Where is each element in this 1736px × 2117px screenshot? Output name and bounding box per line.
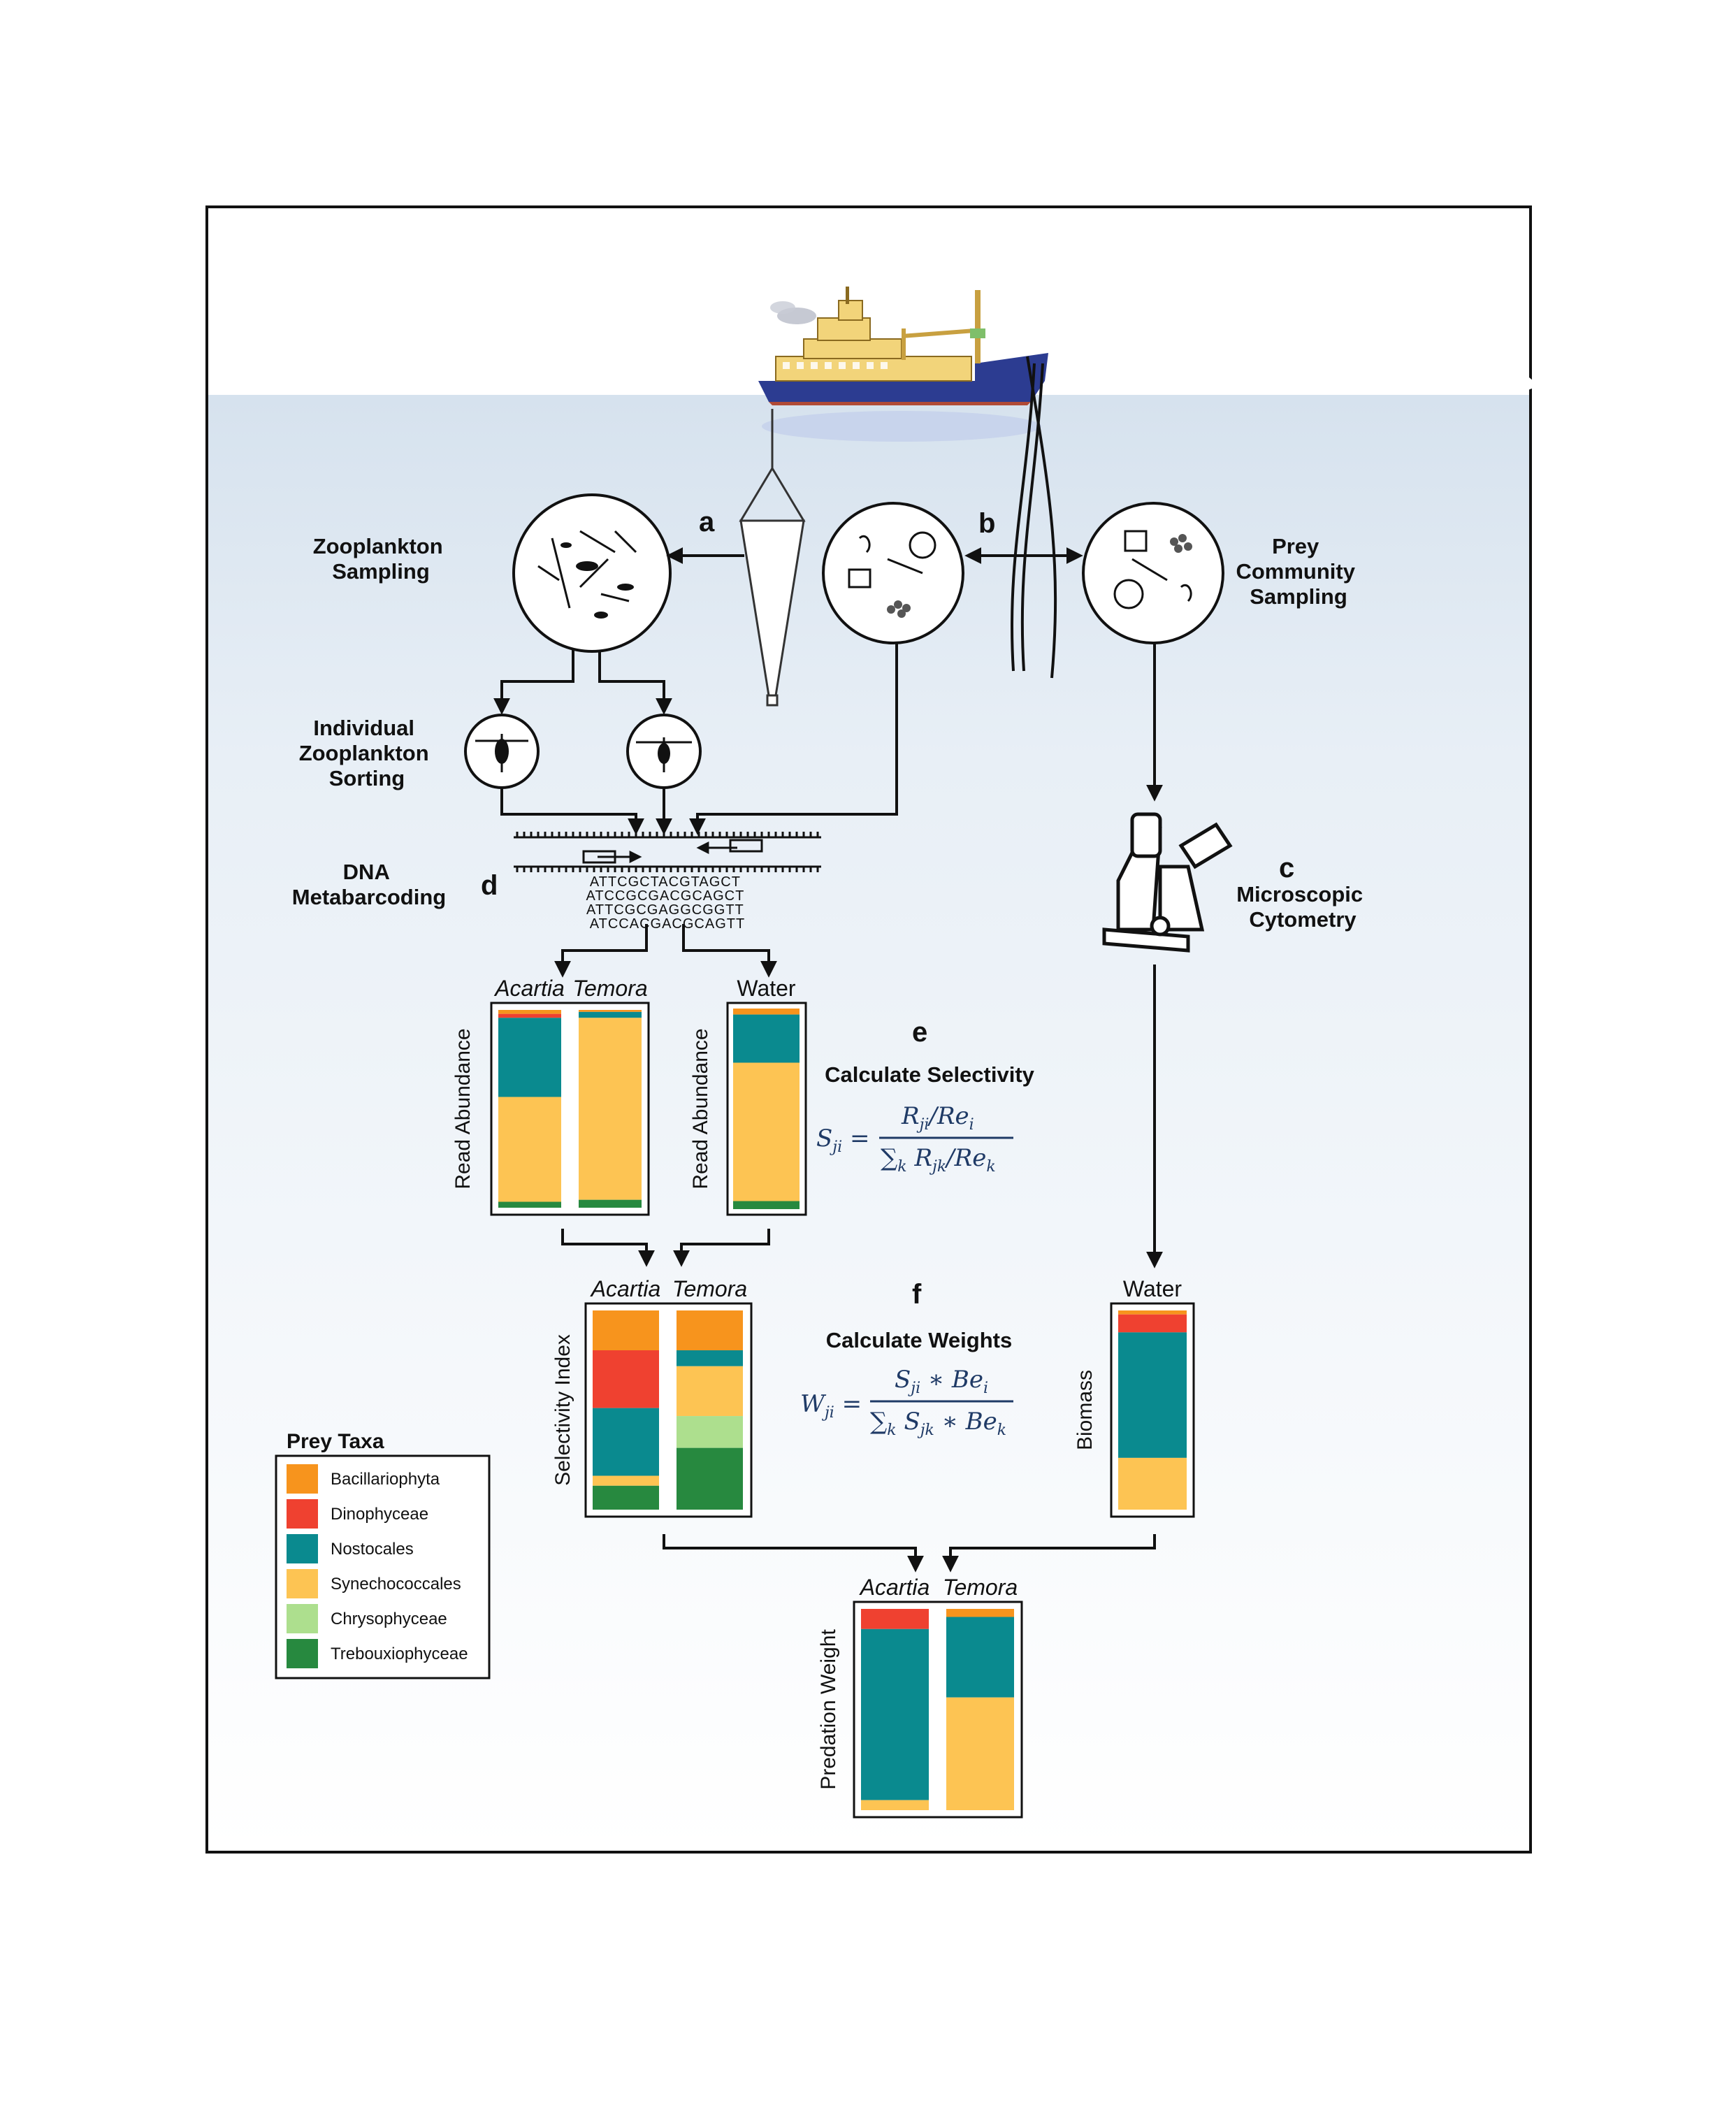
category-label-water: Water [1123, 1276, 1182, 1301]
bar-segment-dinophyceae-acartia [861, 1609, 929, 1629]
y-axis-label: Read Abundance [451, 1028, 475, 1189]
bar-segment-synechococcales-acartia [861, 1800, 929, 1810]
bar-segment-nostocales-acartia [498, 1018, 561, 1097]
panel-letter-c: c [1279, 853, 1294, 883]
sorted-zooplankton-circle-right [626, 714, 702, 789]
bar-segment-nostocales-water [733, 1014, 800, 1063]
bar-segment-chrysophyceae-temora [677, 1416, 743, 1448]
sampling-cable-icon [1010, 356, 1057, 679]
sorted-zooplankton-circle-left [464, 714, 540, 789]
prey-community-sampling-label: Prey Community Sampling [1236, 534, 1361, 609]
panel-letter-a: a [699, 507, 715, 537]
prey-taxa-legend: Prey Taxa BacillariophytaDinophyceaeNost… [275, 1430, 491, 1679]
bar-segment-synechococcales-acartia [498, 1097, 561, 1202]
weights-formula: Wji = Sji ∗ Bei ∑k Sjk ∗ Bek [800, 1366, 1013, 1439]
bar-segment-synechococcales-temora [579, 1018, 642, 1200]
legend-swatch-bacillariophyta [287, 1464, 318, 1494]
category-label-acartia: Acartia [493, 976, 565, 1001]
bar-segment-nostocales-acartia [593, 1408, 659, 1476]
bar-segment-nostocales-temora [579, 1011, 642, 1018]
svg-text:∑k Rjk/Rek: ∑k Rjk/Rek [881, 1144, 996, 1176]
y-axis-label: Read Abundance [689, 1028, 712, 1189]
bar-segment-dinophyceae-acartia [593, 1350, 659, 1408]
bar-segment-trebouxiophyceae-acartia [498, 1201, 561, 1208]
bar-segment-bacillariophyta-water [1118, 1310, 1187, 1315]
dna-metabarcoding-label: DNA Metabarcoding [292, 860, 446, 909]
bar-segment-synechococcales-temora [677, 1366, 743, 1417]
legend-swatch-dinophyceae [287, 1499, 318, 1529]
y-axis-label: Selectivity Index [551, 1334, 574, 1486]
category-label-water: Water [737, 976, 796, 1001]
prey-sample-circle-right [1082, 502, 1224, 644]
y-axis-label: Predation Weight [817, 1629, 840, 1790]
bar-segment-trebouxiophyceae-temora [579, 1199, 642, 1208]
legend-swatch-chrysophyceae [287, 1604, 318, 1633]
calculate-selectivity-label: Calculate Selectivity [825, 1062, 1035, 1087]
legend-label-nostocales: Nostocales [331, 1540, 414, 1559]
bar-segment-bacillariophyta-acartia [498, 1010, 561, 1014]
panel-letter-e: e [912, 1017, 927, 1048]
svg-text:Sji =: Sji = [816, 1125, 869, 1156]
legend-swatch-trebouxiophyceae [287, 1639, 318, 1668]
selectivity-formula: Sji = Rji/Rei ∑k Rjk/Rek [816, 1102, 1013, 1176]
category-label-temora: Temora [572, 976, 647, 1001]
legend-title: Prey Taxa [287, 1430, 384, 1453]
bar-segment-bacillariophyta-acartia [593, 1310, 659, 1350]
legend-label-dinophyceae: Dinophyceae [331, 1505, 428, 1524]
bar-segment-nostocales-temora [946, 1617, 1014, 1698]
panel-letter-f: f [912, 1279, 922, 1310]
bar-segment-nostocales-water [1118, 1332, 1187, 1458]
dna-sequences: ATTCGCTACGTAGCT ATCCGCGACGCAGCT ATTCGCGA… [586, 874, 748, 932]
bar-segment-synechococcales-acartia [593, 1475, 659, 1486]
legend-label-chrysophyceae: Chrysophyceae [331, 1610, 447, 1628]
bar-segment-trebouxiophyceae-acartia [593, 1485, 659, 1510]
bar-segment-trebouxiophyceae-water [733, 1201, 800, 1209]
category-label-temora: Temora [943, 1575, 1018, 1600]
zooplankton-sample-circle [512, 493, 672, 653]
bar-segment-synechococcales-water [1118, 1457, 1187, 1510]
category-label-acartia: Acartia [859, 1575, 930, 1600]
panel-letter-b: b [978, 508, 995, 539]
individual-sorting-label: Individual Zooplankton Sorting [299, 716, 435, 790]
bar-segment-nostocales-temora [677, 1350, 743, 1366]
plankton-net-icon [739, 409, 806, 707]
legend-label-trebouxiophyceae: Trebouxiophyceae [331, 1645, 468, 1663]
zooplankton-sampling-label: Zooplankton Sampling [313, 534, 449, 584]
svg-text:∑k Sjk ∗ Bek: ∑k Sjk ∗ Bek [870, 1408, 1006, 1439]
bar-segment-synechococcales-temora [946, 1697, 1014, 1810]
bar-segment-dinophyceae-water [1118, 1314, 1187, 1333]
bar-segment-nostocales-acartia [861, 1628, 929, 1800]
y-axis-label: Biomass [1073, 1370, 1097, 1450]
microscope-icon [1102, 812, 1233, 953]
category-label-temora: Temora [672, 1276, 747, 1301]
bar-segment-trebouxiophyceae-temora [677, 1447, 743, 1510]
panel-letter-d: d [481, 870, 498, 901]
legend-swatch-nostocales [287, 1534, 318, 1563]
bar-segment-bacillariophyta-temora [677, 1310, 743, 1350]
microscopic-cytometry-label: Microscopic Cytometry [1236, 882, 1369, 932]
svg-text:Sji ∗ Bei: Sji ∗ Bei [895, 1366, 988, 1397]
bar-segment-bacillariophyta-temora [579, 1010, 642, 1012]
bar-segment-synechococcales-water [733, 1062, 800, 1201]
svg-text:Rji/Rei: Rji/Rei [901, 1102, 974, 1134]
bar-segment-bacillariophyta-temora [946, 1609, 1014, 1617]
bar-segment-bacillariophyta-water [733, 1009, 800, 1015]
legend-swatch-synechococcales [287, 1569, 318, 1598]
calculate-weights-label: Calculate Weights [826, 1328, 1012, 1352]
flow-arrows [493, 547, 1163, 1573]
bar-segment-dinophyceae-acartia [498, 1013, 561, 1018]
legend-label-synechococcales: Synechococcales [331, 1575, 461, 1594]
category-label-acartia: Acartia [590, 1276, 661, 1301]
prey-sample-circle-left [822, 502, 964, 644]
svg-text:Wji =: Wji = [800, 1390, 862, 1422]
legend-label-bacillariophyta: Bacillariophyta [331, 1470, 440, 1489]
